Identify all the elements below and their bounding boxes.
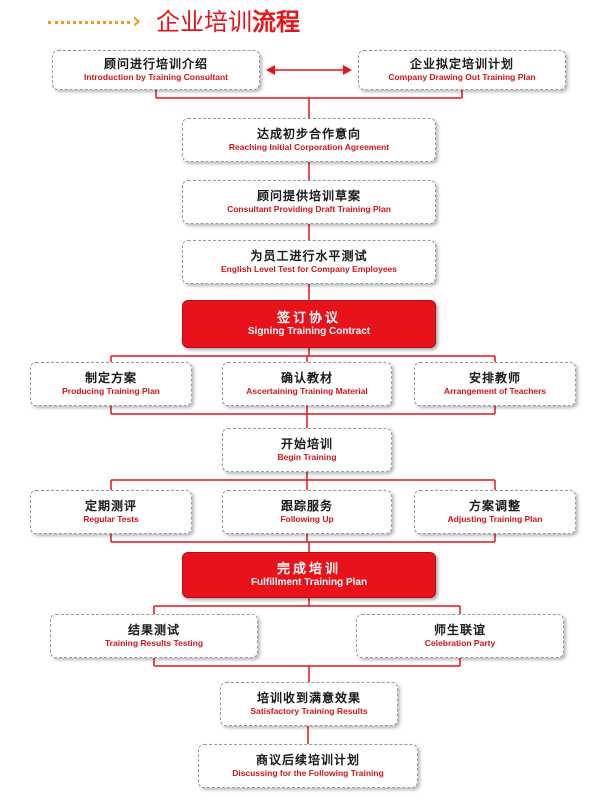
step-label-en: Training Results Testing: [104, 638, 204, 648]
step-label-zh: 师生联谊: [433, 623, 486, 637]
step-label-en: Producing Training Plan: [62, 386, 160, 396]
step-label-zh: 培训收到满意效果: [256, 691, 361, 705]
dotted-line-decoration: [48, 21, 130, 24]
title-strong: 流程: [252, 8, 300, 36]
step-label-zh: 开始培训: [280, 437, 333, 451]
step-label-zh: 达成初步合作意向: [256, 127, 361, 141]
step-label-zh: 方案调整: [468, 499, 521, 513]
step-label-zh: 企业拟定培训计划: [409, 57, 514, 71]
step-label-zh: 顾问进行培训介绍: [103, 57, 208, 71]
step-label-en: Celebration Party: [424, 638, 496, 648]
arrowhead-right: [343, 65, 352, 75]
step-label-zh: 制定方案: [84, 371, 137, 385]
step-label-zh: 商议后续培训计划: [255, 753, 360, 767]
title-main: 企业培训: [156, 8, 252, 36]
step-label-zh: 确认教材: [280, 371, 333, 385]
arrowhead-left: [266, 65, 275, 75]
step-label-en: Following Up: [280, 514, 334, 524]
step-label-zh: 跟踪服务: [280, 499, 333, 513]
step-label-zh: 为员工进行水平测试: [250, 249, 368, 263]
step-label-zh: 完成培训: [276, 561, 341, 577]
step-label-en: Company Drawing Out Training Plan: [388, 72, 536, 82]
step-label-en: Satisfactory Training Results: [250, 706, 368, 716]
step-label-en: Introduction by Training Consultant: [83, 72, 229, 82]
step-label-en: Ascertaining Training Material: [246, 386, 368, 396]
step-label-en: Consultant Providing Draft Training Plan: [227, 204, 391, 214]
step-label-en: Regular Tests: [83, 514, 139, 524]
chevron-right-icon: ›: [132, 9, 142, 34]
step-label-en: Discussing for the Following Training: [232, 768, 384, 778]
step-label-en: Fulfillment Training Plan: [250, 576, 368, 588]
step-label-zh: 安排教师: [468, 371, 521, 385]
page-title: 企业培训流程: [156, 6, 300, 38]
step-label-en: Signing Training Contract: [247, 325, 371, 337]
step-label-zh: 结果测试: [127, 623, 180, 637]
step-label-zh: 顾问提供培训草案: [256, 189, 361, 203]
step-label-en: Begin Training: [277, 452, 337, 462]
step-label-zh: 签订协议: [276, 310, 341, 326]
step-label-en: English Level Test for Company Employees: [220, 264, 398, 274]
step-label-en: Adjusting Training Plan: [447, 514, 543, 524]
step-label-zh: 定期测评: [84, 499, 137, 513]
step-label-en: Arrangement of Teachers: [443, 386, 547, 396]
step-label-en: Reaching Initial Corporation Agreement: [228, 142, 390, 152]
